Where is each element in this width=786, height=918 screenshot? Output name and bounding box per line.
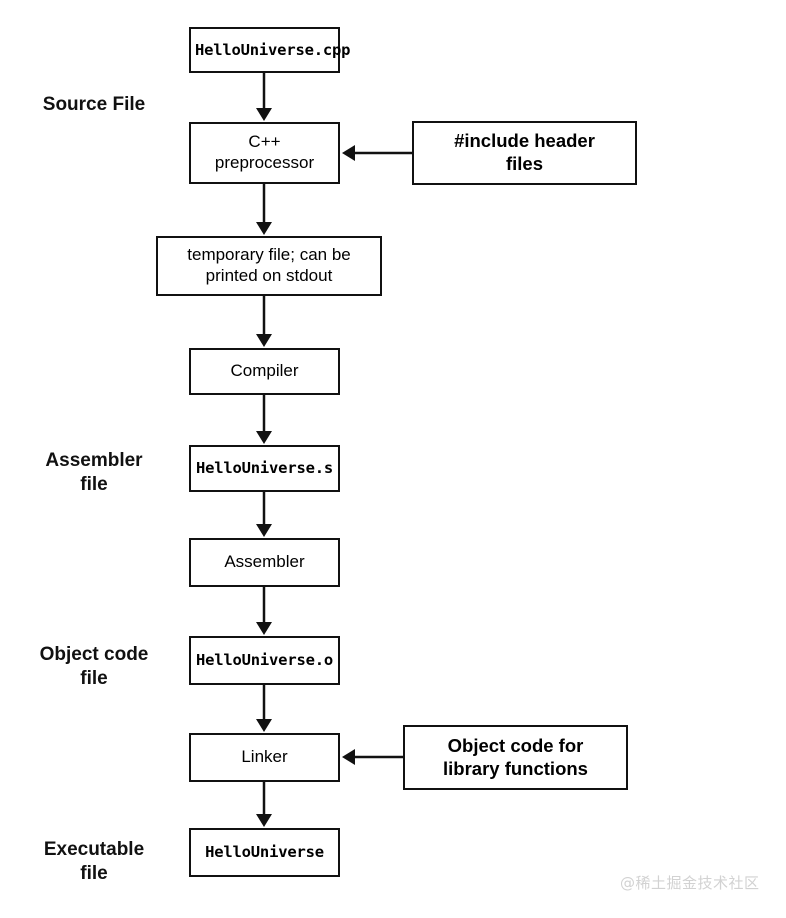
arrow-compiler-to-asmfile xyxy=(256,395,272,444)
arrow-source-to-preprocessor xyxy=(256,73,272,121)
node-label-linker: Linker xyxy=(241,747,288,767)
node-label-asmfile: HelloUniverse.s xyxy=(196,459,333,478)
arrow-libraries-to-linker xyxy=(342,749,403,765)
node-libraries[interactable]: Object code for library functions xyxy=(403,725,628,790)
node-assembler[interactable]: Assembler xyxy=(189,538,340,587)
arrow-asmfile-to-assembler xyxy=(256,492,272,537)
stage-label-assembler-file: Assembler file xyxy=(45,450,143,495)
node-label-assembler: Assembler xyxy=(224,552,305,572)
node-executable[interactable]: HelloUniverse xyxy=(189,828,340,877)
node-label-libraries: Object code for library functions xyxy=(443,734,588,779)
arrow-headers-to-preprocessor xyxy=(342,145,412,161)
node-source[interactable]: HelloUniverse.cpp xyxy=(189,27,351,73)
node-label-objfile: HelloUniverse.o xyxy=(196,651,333,670)
node-asmfile[interactable]: HelloUniverse.s xyxy=(189,445,340,492)
arrow-linker-to-executable xyxy=(256,782,272,827)
arrow-tempfile-to-compiler xyxy=(256,296,272,347)
node-objfile[interactable]: HelloUniverse.o xyxy=(189,636,340,685)
node-label-executable: HelloUniverse xyxy=(205,843,324,862)
node-label-preprocessor: C++ preprocessor xyxy=(214,132,315,172)
stage-label-executable-file: Executable file xyxy=(43,839,145,884)
stage-label-object-code-file: Object code file xyxy=(39,644,149,689)
node-label-headers: #include header files xyxy=(454,130,595,174)
node-headers[interactable]: #include header files xyxy=(412,121,637,185)
node-label-source: HelloUniverse.cpp xyxy=(195,40,351,59)
node-compiler[interactable]: Compiler xyxy=(189,348,340,395)
arrow-objfile-to-linker xyxy=(256,685,272,732)
node-label-compiler: Compiler xyxy=(230,361,299,381)
watermark: @稀土掘金技术社区 xyxy=(620,874,760,892)
arrow-preprocessor-to-tempfile xyxy=(256,184,272,235)
stage-label-source-file: Source File xyxy=(42,94,146,115)
arrow-assembler-to-objfile xyxy=(256,587,272,635)
node-label-tempfile: temporary file; can be printed on stdout xyxy=(187,245,351,285)
node-preprocessor[interactable]: C++ preprocessor xyxy=(189,122,340,184)
node-tempfile[interactable]: temporary file; can be printed on stdout xyxy=(156,236,382,296)
node-linker[interactable]: Linker xyxy=(189,733,340,782)
